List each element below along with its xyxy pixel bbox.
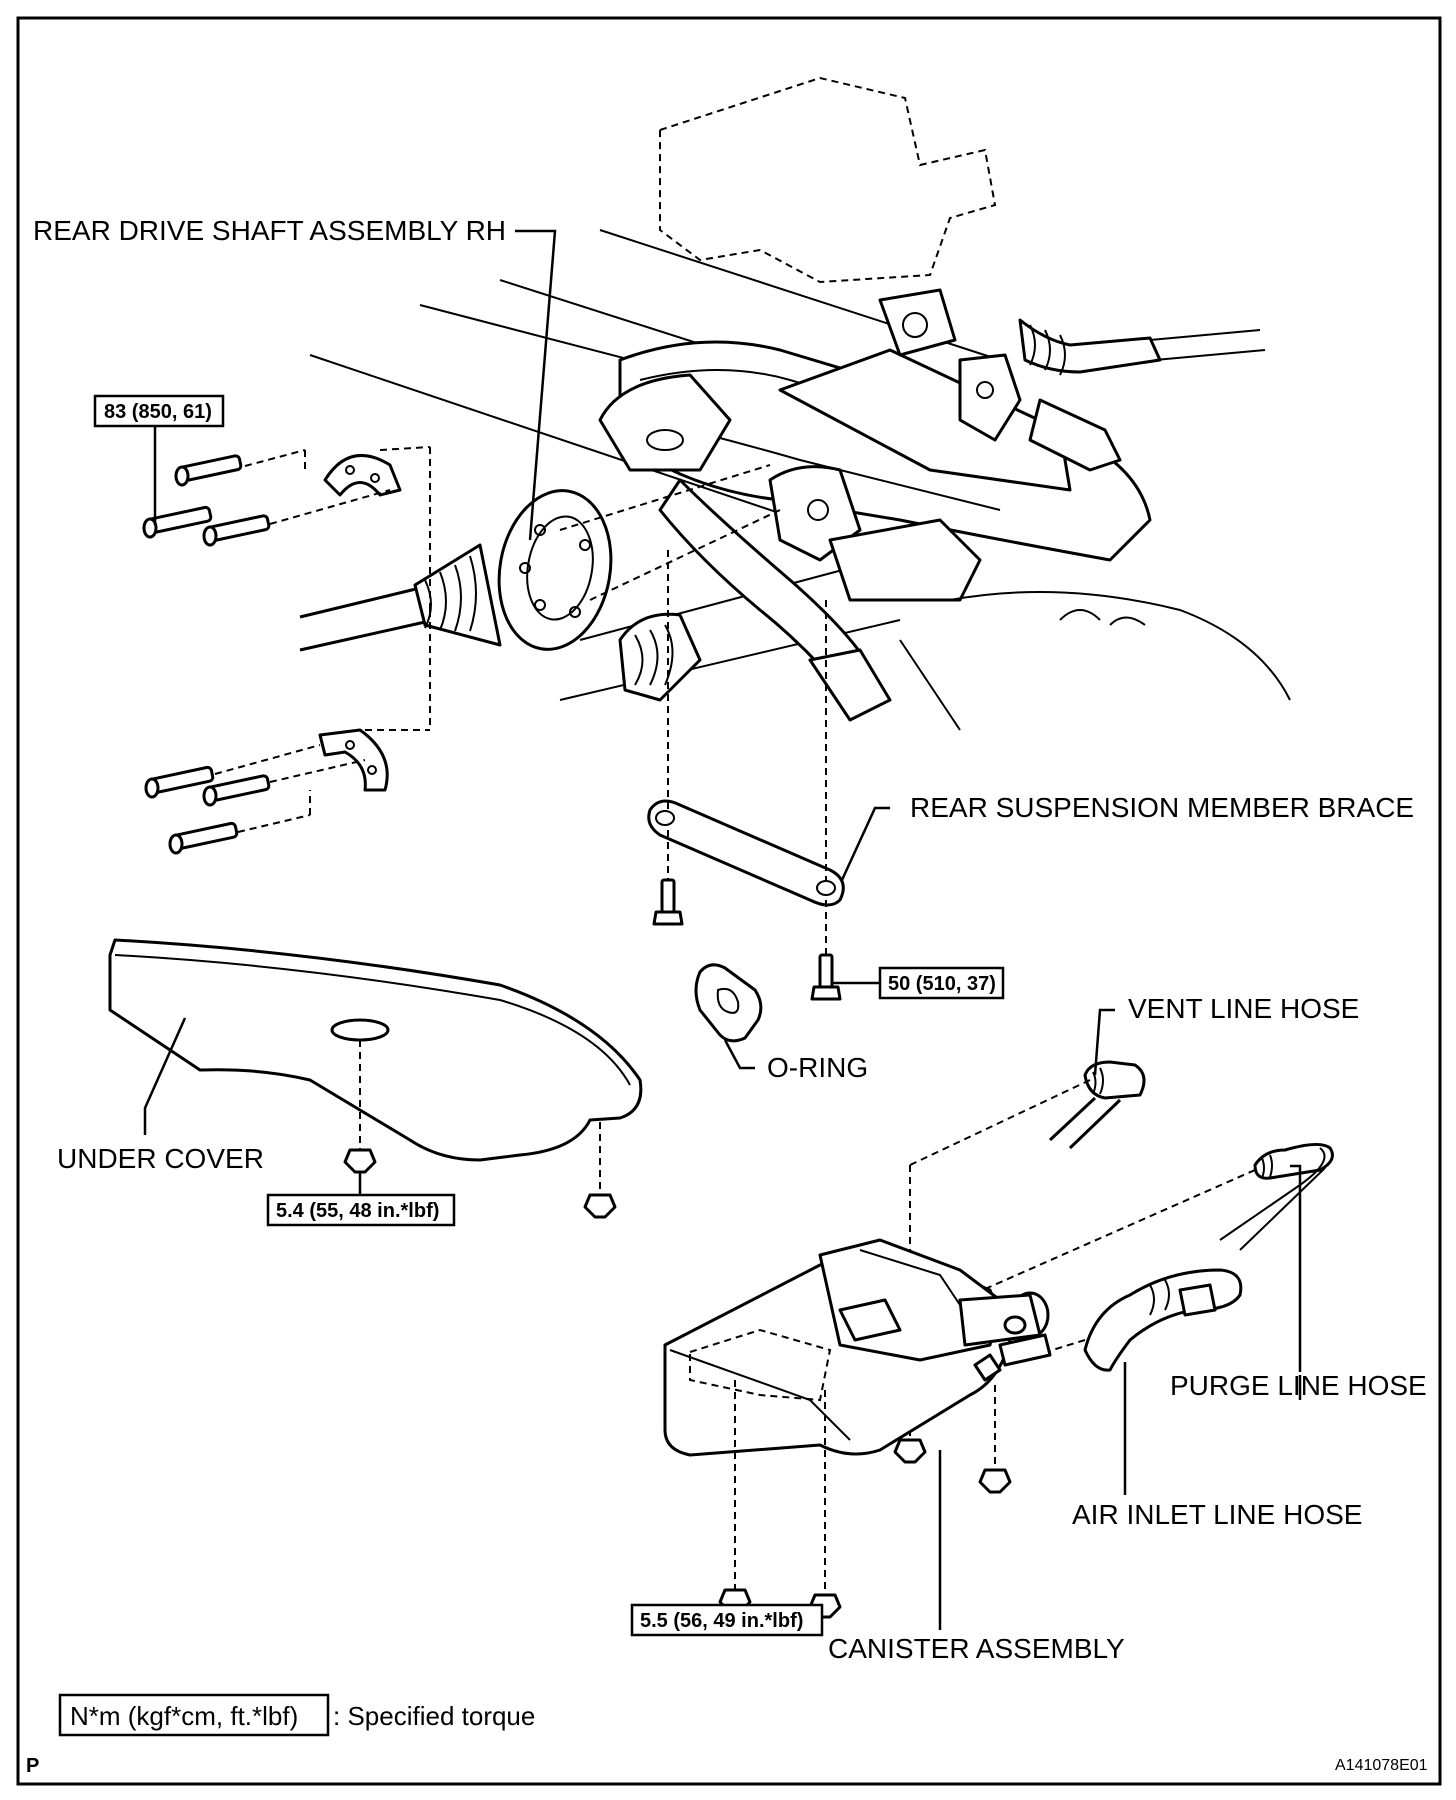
label-canister-assembly: CANISTER ASSEMBLY (828, 1633, 1125, 1664)
vehicle-underbody (309, 76, 1291, 731)
torque-drive-shaft-bolt: 83 (850, 61) (104, 401, 212, 423)
air-inlet-line-hose (1019, 1268, 1243, 1372)
legend-unit-box: N*m (kgf*cm, ft.*lbf) (70, 1701, 298, 1731)
legend-description: : Specified torque (333, 1701, 535, 1731)
torque-brace-bolt: 50 (510, 37) (888, 973, 996, 995)
differential-outline (659, 76, 997, 284)
rear-suspension-member-brace (647, 550, 845, 1001)
torque-box-brace: 50 (510, 37) (878, 966, 1005, 1000)
torque-box-drive-shaft: 83 (850, 61) (93, 394, 225, 428)
label-o-ring: O-RING (767, 1052, 868, 1083)
purge-line-hose (959, 1143, 1334, 1301)
label-vent-line-hose: VENT LINE HOSE (1128, 993, 1359, 1024)
rear-drive-shaft-assembly (299, 447, 781, 730)
label-rear-suspension-brace: REAR SUSPENSION MEMBER BRACE (910, 792, 1414, 823)
drive-shaft-bolts-lower (144, 728, 430, 855)
label-purge-line-hose: PURGE LINE HOSE (1170, 1370, 1427, 1401)
canister-assembly (663, 1238, 1052, 1619)
torque-under-cover-nut: 5.4 (55, 48 in.*lbf) (276, 1200, 439, 1222)
torque-legend: N*m (kgf*cm, ft.*lbf) : Specified torque (58, 1693, 535, 1737)
label-rear-drive-shaft: REAR DRIVE SHAFT ASSEMBLY RH (33, 215, 506, 246)
leader-lines (143, 229, 1302, 1630)
drive-shaft-bolts-upper (142, 446, 431, 547)
corner-mark-p: P (26, 1755, 39, 1777)
drawing-id: A141078E01 (1335, 1757, 1428, 1774)
torque-box-canister: 5.5 (56, 49 in.*lbf) (630, 1603, 824, 1637)
under-cover (108, 938, 643, 1219)
torque-canister-nut: 5.5 (56, 49 in.*lbf) (640, 1610, 803, 1632)
label-air-inlet-line-hose: AIR INLET LINE HOSE (1072, 1499, 1362, 1530)
label-under-cover: UNDER COVER (57, 1143, 264, 1174)
torque-box-under-cover: 5.4 (55, 48 in.*lbf) (266, 1193, 456, 1227)
o-ring (694, 963, 763, 1043)
diagram-frame (16, 16, 1442, 1786)
